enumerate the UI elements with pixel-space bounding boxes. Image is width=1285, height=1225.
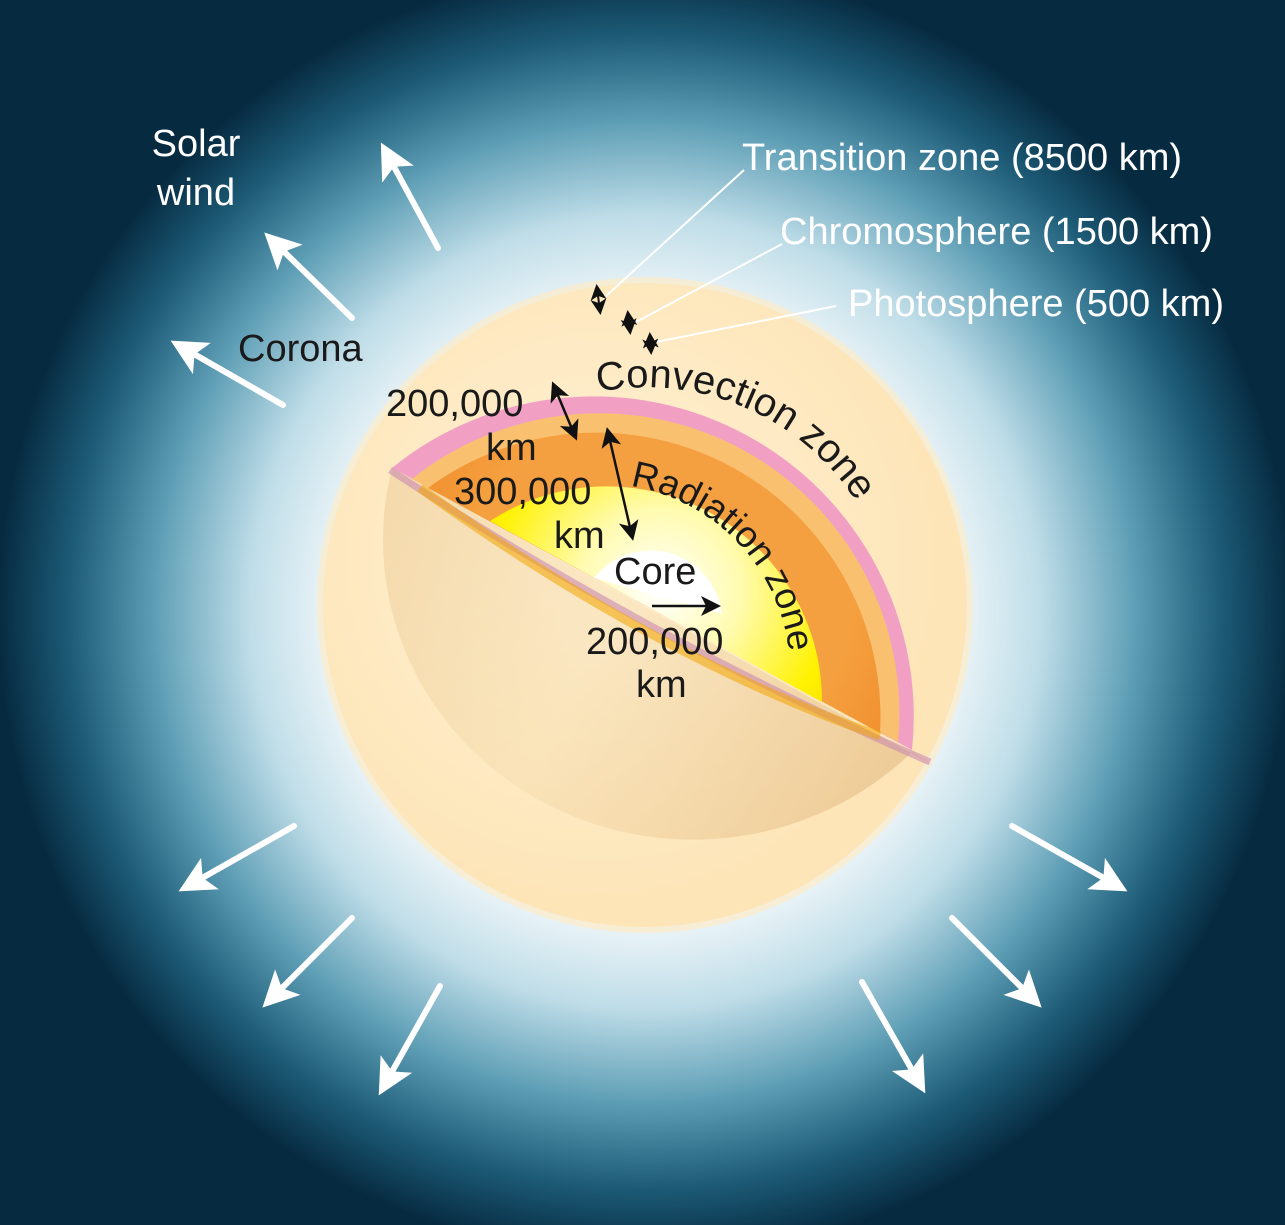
- transition-zone-leader: [605, 169, 745, 297]
- solar-wind-arrows: [170, 142, 1128, 1096]
- corona-label: Corona: [238, 328, 363, 370]
- solar-wind-arrow: [1009, 823, 1128, 892]
- solar-wind-arrow: [170, 340, 286, 408]
- chromosphere-label: Chromosphere (1500 km): [780, 211, 1213, 253]
- cutaway-layers: [366, 396, 935, 840]
- core-radius-value: 200,000: [586, 621, 723, 663]
- solar-wind-arrow: [859, 979, 926, 1094]
- solar-wind-arrow: [380, 142, 441, 251]
- chromosphere-thickness-arrow: [620, 310, 638, 335]
- layer-thickness-arrows: [590, 284, 659, 355]
- convection-depth-value: 200,000: [386, 383, 523, 425]
- convection-depth-arrow: [550, 381, 579, 441]
- solar-wind-arrow: [378, 983, 443, 1096]
- radiation-depth-value: 300,000: [454, 471, 591, 513]
- solar-wind-arrow: [949, 915, 1042, 1008]
- photosphere-thickness-arrow: [642, 332, 659, 355]
- core-radius-unit: km: [636, 664, 687, 706]
- cut-rim-glow: [417, 484, 882, 741]
- depth-arrows: [550, 381, 721, 616]
- core-layer: [594, 550, 722, 614]
- radiation-depth-arrow: [601, 427, 639, 541]
- solar-wind-arrow: [262, 915, 355, 1008]
- solar-wind-arrow: [178, 823, 297, 892]
- photosphere-label: Photosphere (500 km): [848, 283, 1224, 325]
- transition-zone-label: Transition zone (8500 km): [742, 137, 1182, 179]
- solar-wind-label-line2: wind: [156, 172, 235, 214]
- solar-wind-arrow: [264, 232, 355, 321]
- sun-outer-haze: [317, 277, 973, 933]
- convection-depth-unit: km: [486, 427, 537, 469]
- radiation-depth-unit: km: [554, 515, 605, 557]
- layer-leader-lines: [605, 169, 837, 343]
- transition-zone-thickness-arrow: [590, 284, 607, 315]
- solar-wind-label-line1: Solar: [152, 123, 241, 165]
- core-label: Core: [614, 551, 696, 593]
- chromosphere-leader: [635, 243, 783, 323]
- photosphere-leader: [655, 305, 837, 343]
